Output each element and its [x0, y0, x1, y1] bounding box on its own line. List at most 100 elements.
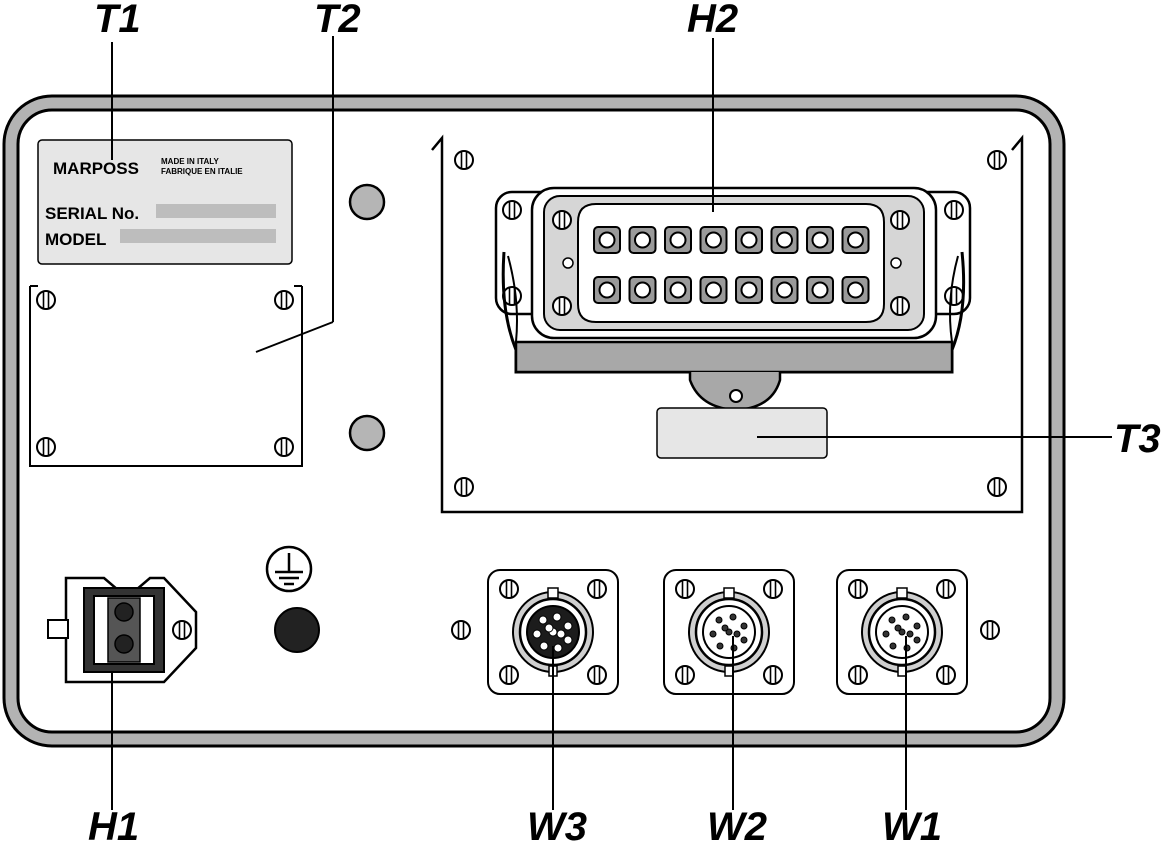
connector-pin [563, 635, 573, 645]
w2-connector [663, 569, 795, 695]
screw-icon [587, 579, 607, 599]
screw-icon [36, 437, 56, 457]
screw-icon [451, 620, 471, 640]
h2-pin [699, 276, 728, 304]
w1-connector [836, 569, 968, 695]
t2-leader-diag [255, 321, 334, 353]
connector-pin [552, 612, 562, 622]
connector-pin [894, 624, 902, 632]
screw-icon [936, 579, 956, 599]
screw-icon [587, 665, 607, 685]
screw-icon [274, 437, 294, 457]
connector-pin [563, 621, 573, 631]
screw-icon [499, 665, 519, 685]
h2-pin [735, 276, 763, 304]
made-in-italy-label: MADE IN ITALY [161, 157, 219, 166]
h2-pin [593, 226, 621, 254]
h2-pin [628, 276, 657, 304]
h2-pin [628, 226, 657, 254]
screw-icon [944, 200, 964, 220]
connector-pin [553, 643, 563, 653]
screw-icon [499, 579, 519, 599]
connector-pin [709, 630, 717, 638]
h2-pin [699, 226, 728, 254]
gray-plug-top [348, 183, 386, 221]
ground-stud [274, 607, 320, 653]
h2-pin [770, 226, 799, 254]
connector-pin [898, 628, 906, 636]
connector-pin [721, 624, 729, 632]
screw-icon [848, 665, 868, 685]
screw-icon [763, 665, 783, 685]
connector-pin [715, 616, 723, 624]
serial-field [156, 204, 276, 218]
screw-icon [890, 210, 910, 230]
connector-pin [889, 642, 897, 650]
connector-pin [906, 630, 914, 638]
ground-symbol-icon [265, 545, 313, 593]
screw-icon [987, 150, 1007, 170]
callout-w3: W3 [527, 805, 587, 842]
h2-pin-array [593, 226, 870, 304]
connector-pin [716, 642, 724, 650]
screw-icon [675, 665, 695, 685]
h2-pin [806, 226, 834, 254]
screw-icon [763, 579, 783, 599]
screw-icon [936, 665, 956, 685]
connector-pin [733, 630, 741, 638]
callout-w1: W1 [882, 805, 942, 842]
connector-pin [740, 636, 748, 644]
callout-t2: T2 [314, 0, 361, 41]
h2-pin [593, 276, 621, 304]
screw-icon [552, 296, 572, 316]
connector-pin [902, 613, 910, 621]
screw-icon [890, 296, 910, 316]
screw-icon [980, 620, 1000, 640]
screw-icon [454, 150, 474, 170]
screw-icon [848, 579, 868, 599]
h1-power-connector [47, 576, 198, 684]
h2-pin [735, 226, 763, 254]
serial-label: SERIAL No. [45, 204, 139, 223]
h2-pin [664, 226, 692, 254]
connector-pin [539, 641, 549, 651]
connector-pin [538, 615, 548, 625]
callout-t3: T3 [1114, 417, 1161, 461]
connector-pin [913, 636, 921, 644]
screw-icon [675, 579, 695, 599]
h2-pin [841, 226, 870, 254]
cover-plate [29, 285, 303, 467]
screw-icon [502, 200, 522, 220]
nameplate: MARPOSS MADE IN ITALY FABRIQUE EN ITALIE… [37, 139, 293, 265]
h2-pin [664, 276, 692, 304]
callout-t1: T1 [94, 0, 141, 41]
connector-pin [532, 629, 542, 639]
model-label: MODEL [45, 230, 106, 249]
screw-icon [274, 290, 294, 310]
h2-pin [841, 276, 870, 304]
connector-pin [725, 628, 733, 636]
h2-pin [770, 276, 799, 304]
gray-plug-bottom [348, 414, 386, 452]
brand-label: MARPOSS [53, 159, 139, 178]
connector-pin [729, 613, 737, 621]
screw-icon [454, 477, 474, 497]
w3-connector [487, 569, 619, 695]
screw-icon [172, 620, 192, 640]
connector-pin [740, 622, 748, 630]
screw-icon [552, 210, 572, 230]
h2-connector [494, 186, 972, 412]
h2-mount-panel [431, 134, 1024, 514]
h2-pin [806, 276, 834, 304]
callout-w2: W2 [707, 805, 767, 842]
screw-icon [944, 286, 964, 306]
screw-icon [36, 290, 56, 310]
model-field [120, 229, 276, 243]
connector-pin [913, 622, 921, 630]
connector-pin [888, 616, 896, 624]
screw-icon [987, 477, 1007, 497]
connector-pin [882, 630, 890, 638]
callout-h2: H2 [687, 0, 738, 41]
t3-label-plate [656, 407, 828, 459]
